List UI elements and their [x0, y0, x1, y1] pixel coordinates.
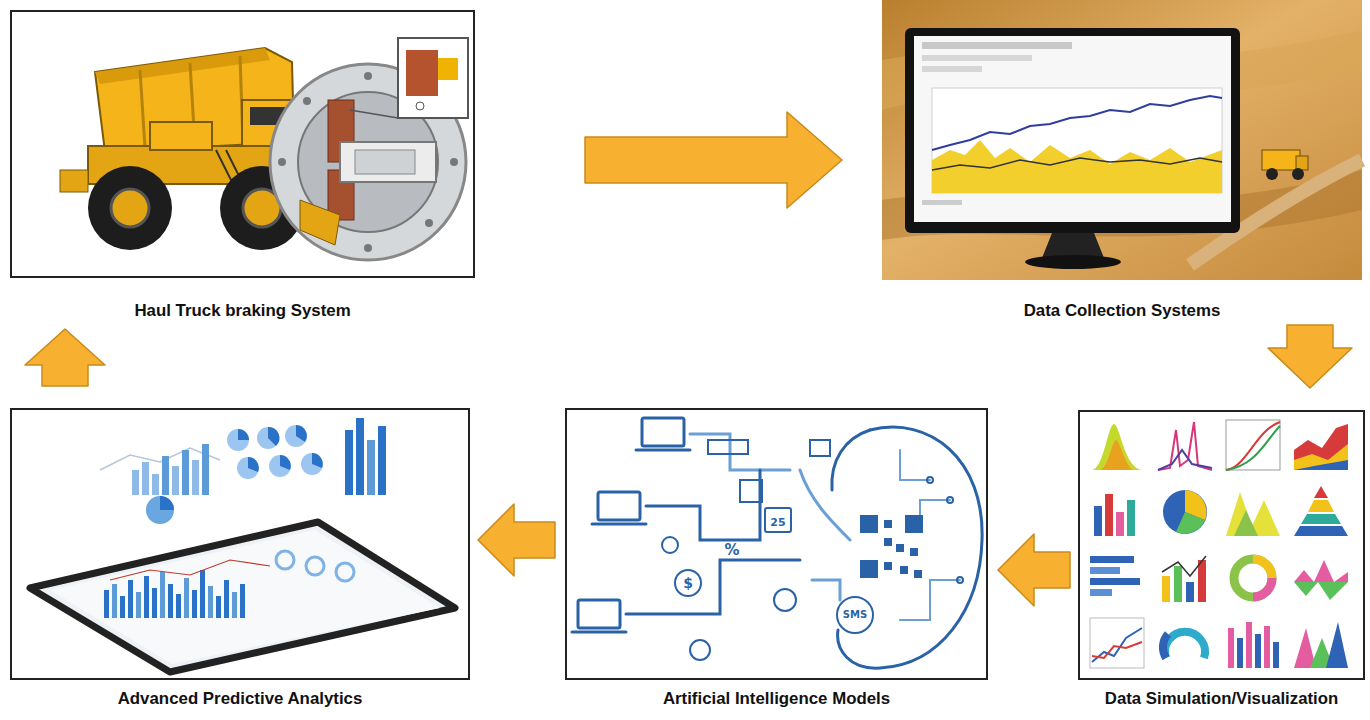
panel-node: Data Simulation/Visualization — [1078, 410, 1365, 709]
block-arrow — [585, 112, 842, 208]
block-arrow — [1268, 325, 1352, 388]
panel-caption: Data Simulation/Visualization — [1076, 688, 1367, 709]
panel-frame — [882, 0, 1362, 280]
panel-caption: Artificial Intelligence Models — [563, 688, 990, 709]
block-arrow — [478, 504, 555, 576]
panel-node: Advanced Predictive Analytics — [10, 408, 470, 709]
ai-icons — [572, 418, 982, 668]
monitor — [905, 28, 1240, 269]
brake-assembly — [270, 38, 468, 260]
panel-frame — [1078, 410, 1365, 680]
haul-truck — [60, 48, 304, 250]
mine-photo — [882, 0, 1362, 280]
qr-code — [860, 515, 923, 578]
panel-frame — [10, 408, 470, 680]
chart-grid — [1090, 420, 1348, 668]
icon-label: 25 — [770, 517, 785, 528]
panel-node: Artificial Intelligence Models — [565, 408, 988, 709]
icon-label: % — [724, 543, 739, 558]
icon-label: SMS — [843, 610, 867, 620]
block-arrow — [998, 534, 1070, 606]
tablet-analytics — [30, 418, 455, 672]
panel-frame — [565, 408, 988, 680]
panel-node: Haul Truck braking System — [10, 10, 475, 321]
panel-frame — [10, 10, 475, 278]
panel-caption: Data Collection Systems — [880, 300, 1364, 321]
block-arrow — [25, 329, 105, 386]
panel-caption: Advanced Predictive Analytics — [8, 688, 472, 709]
icon-label: $ — [683, 576, 693, 590]
panel-node: Data Collection Systems — [882, 0, 1362, 321]
panel-caption: Haul Truck braking System — [8, 300, 477, 321]
